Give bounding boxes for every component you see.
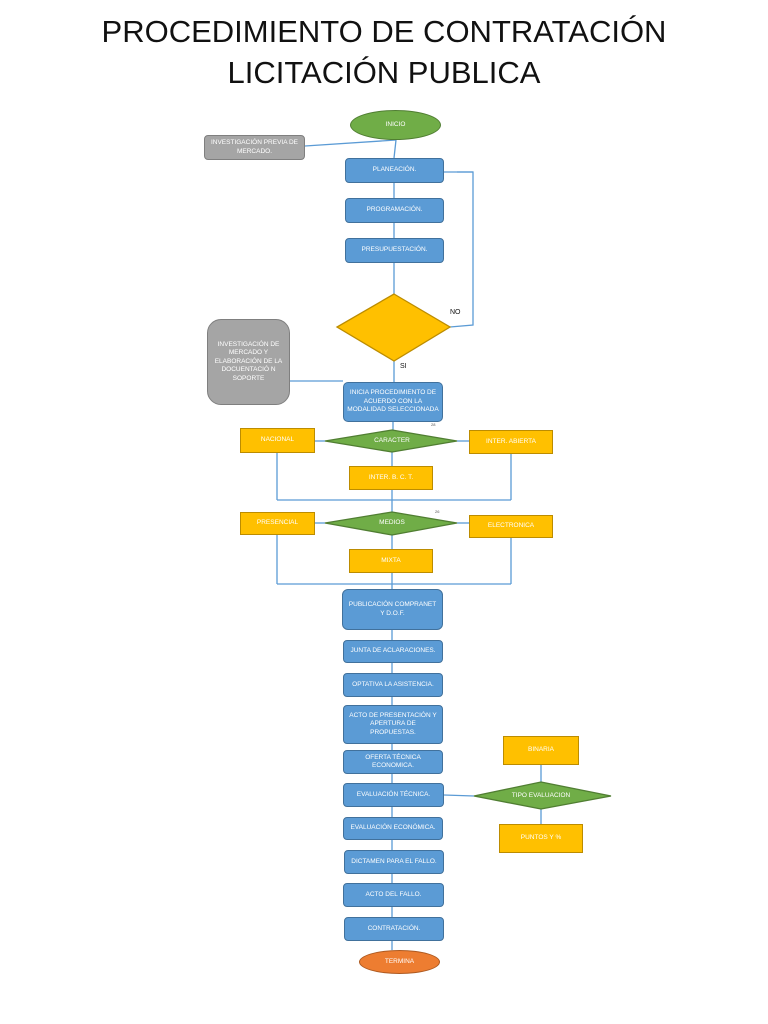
inicia-procedimiento-box: INICIA PROCEDIMIENTO DE ACUERDO CON LA M… (343, 382, 443, 422)
caracter-diamond (324, 429, 458, 453)
nacional-box: NACIONAL (240, 428, 315, 453)
connector (393, 139, 397, 159)
oferta-box: OFERTA TÉCNICA ECONOMICA. (343, 750, 443, 774)
puntos-box: PUNTOS Y % (499, 824, 583, 853)
dictamen-box: DICTAMEN PARA EL FALLO. (344, 850, 444, 874)
acto-presentacion-box: ACTO DE PRESENTACIÓN Y APERTURA DE PROPU… (343, 705, 443, 744)
medios-diamond (324, 511, 458, 536)
si-label: SI (400, 363, 407, 370)
optativa-box: OPTATIVA LA ASISTENCIA. (343, 673, 443, 697)
electronica-box: ELECTRONICA (469, 515, 553, 538)
evaluacion-tecnica-box: EVALUACIÓN TÉCNICA. (343, 783, 444, 807)
junta-aclaraciones-box: JUNTA DE ACLARACIONES. (343, 640, 443, 663)
tipo-evaluacion-diamond (473, 781, 612, 810)
contratacion-box: CONTRATACIÓN. (344, 917, 444, 941)
medios-label: MEDIOS (379, 518, 405, 526)
inter-abierta-box: INTER. ABIERTA (469, 430, 553, 454)
connector (304, 139, 397, 147)
no-label: NO (450, 309, 461, 316)
ref-number: 26 (435, 509, 440, 514)
start-node: INICIO (350, 110, 441, 140)
end-node: TERMINA (359, 950, 440, 974)
ref-number: 28 (431, 422, 436, 427)
caracter-label: CARACTER (374, 436, 410, 444)
presupuestacion-box: PRESUPUESTACIÓN. (345, 238, 444, 263)
decision-diamond (335, 293, 452, 362)
connector (443, 794, 475, 797)
mixta-box: MIXTA (349, 549, 433, 573)
acto-fallo-box: ACTO DEL FALLO. (343, 883, 444, 907)
tipo-evaluacion-label: TIPO EVALUACION (511, 791, 571, 799)
evaluacion-economica-box: EVALUACIÓN ECONÓMICA. (343, 817, 443, 840)
presencial-box: PRESENCIAL (240, 512, 315, 535)
planeacion-box: PLANEACIÓN. (345, 158, 444, 183)
investigacion-elaboracion-box: INVESTIGACIÓN DE MERCADO Y ELABORACIÓN D… (207, 319, 290, 405)
page-title-line2: LICITACIÓN PUBLICA (227, 55, 541, 90)
decision-label (364, 318, 424, 336)
connector (449, 171, 474, 328)
inter-bct-box: INTER. B. C. T. (349, 466, 433, 490)
programacion-box: PROGRAMACIÓN. (345, 198, 444, 223)
investigacion-previa-box: INVESTIGACIÓN PREVIA DE MERCADO. (204, 135, 305, 160)
page-title-line1: PROCEDIMIENTO DE CONTRATACIÓN (101, 14, 667, 49)
publicacion-box: PUBLICACIÓN COMPRANET Y D.O.F. (342, 589, 443, 630)
binaria-box: BINARIA (503, 736, 579, 765)
